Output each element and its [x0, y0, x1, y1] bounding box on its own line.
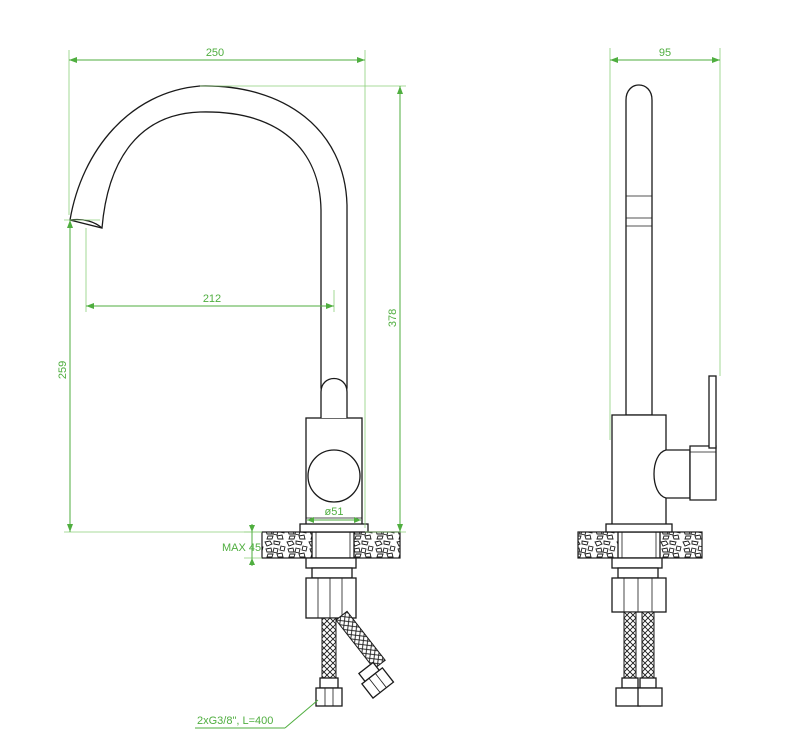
dim-spout-height: 259	[57, 219, 262, 533]
side-mounting-nut	[611, 577, 667, 613]
dim-label-212: 212	[203, 293, 221, 305]
dim-overall-height: 378	[200, 85, 406, 533]
side-view: 95	[577, 47, 721, 707]
front-hoses	[315, 610, 395, 707]
dim-overall-width: 250	[68, 47, 366, 528]
dim-max-thickness: MAX 45	[222, 524, 262, 566]
dim-spout-reach: 212	[85, 228, 335, 312]
front-spout	[69, 85, 348, 389]
dim-label-max45: MAX 45	[222, 542, 261, 554]
front-view: 250 212 378 259	[57, 47, 406, 729]
side-lever	[653, 375, 717, 501]
front-countertop	[261, 531, 401, 559]
dim-label-259: 259	[57, 361, 69, 379]
dim-label-diameter: ø51	[325, 506, 344, 518]
front-handle	[307, 449, 361, 503]
dim-label-378: 378	[387, 309, 399, 327]
side-spout	[625, 84, 653, 416]
dim-depth: 95	[609, 47, 721, 440]
front-mounting-nut	[305, 577, 357, 619]
side-countertop	[577, 531, 703, 559]
hose-spec-label: 2xG3/8", L=400	[197, 715, 273, 727]
dim-label-250: 250	[206, 47, 224, 59]
side-hoses	[615, 611, 663, 707]
hose-callout: 2xG3/8", L=400	[195, 699, 319, 729]
dim-base-diameter: ø51	[307, 506, 361, 523]
dim-label-95: 95	[659, 47, 671, 59]
